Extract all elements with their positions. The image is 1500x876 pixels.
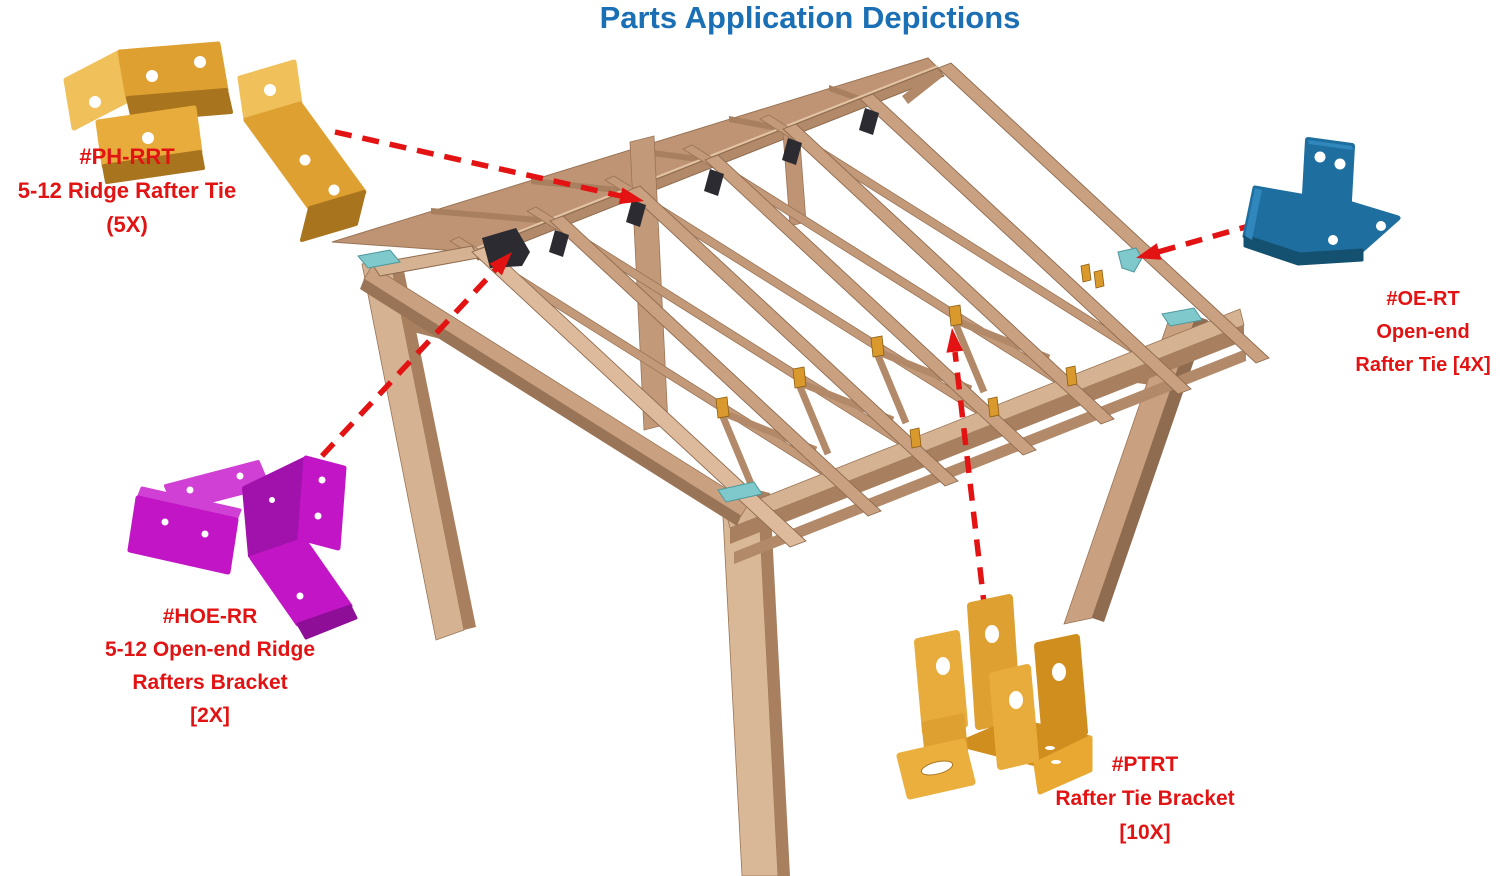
pavilion-frame [331, 57, 1270, 876]
part-name: 5-12 Open-end Ridge [104, 638, 316, 661]
label-ptrt: #PTRT Rafter Tie Bracket [10X] [1020, 748, 1270, 850]
label-oe-rt: #OE-RT Open-end Rafter Tie [4X] [1338, 283, 1500, 382]
label-ph-rrt: #PH-RRT 5-12 Ridge Rafter Tie (5X) [2, 140, 252, 242]
ptrt-part-icon [896, 594, 1093, 800]
arrow-ptrt [946, 328, 988, 613]
plate-gold-brackets [909, 263, 1105, 449]
post-tie-pads [357, 247, 1203, 503]
diagram-title: Parts Application Depictions [599, 0, 1021, 35]
part-qty: [10X] [1119, 821, 1171, 844]
ph-rrt-part-icon [63, 41, 367, 242]
part-name: Open-end [1376, 321, 1470, 343]
part-qty: Rafter Tie [4X] [1355, 354, 1491, 376]
part-name: 5-12 Ridge Rafter Tie [17, 178, 237, 203]
part-name: Rafter Tie Bracket [1055, 787, 1235, 810]
part-code: #OE-RT [1386, 288, 1460, 310]
arrow-ph-rrt [334, 129, 644, 205]
oe-rt-part-icon [1242, 137, 1401, 266]
arrow-oe-rt [1136, 221, 1257, 260]
ridge-brackets-installed [482, 108, 879, 268]
callout-arrows [319, 129, 1257, 613]
part-qty: [2X] [190, 704, 230, 727]
front-plate-beam [360, 265, 750, 526]
rafter-tie-brackets-installed [715, 304, 963, 419]
rafters [471, 62, 1270, 548]
hoe-rr-part-icon [127, 455, 358, 640]
part-code: #PH-RRT [79, 144, 175, 169]
part-name-2: Rafters Bracket [132, 671, 288, 694]
part-code: #HOE-RR [162, 605, 258, 628]
label-hoe-rr: #HOE-RR 5-12 Open-end Ridge Rafters Brac… [80, 600, 340, 732]
arrow-hoe-rr [319, 252, 512, 458]
part-code: #PTRT [1111, 753, 1179, 776]
part-qty: (5X) [106, 212, 148, 237]
back-gable-stub [902, 68, 941, 104]
